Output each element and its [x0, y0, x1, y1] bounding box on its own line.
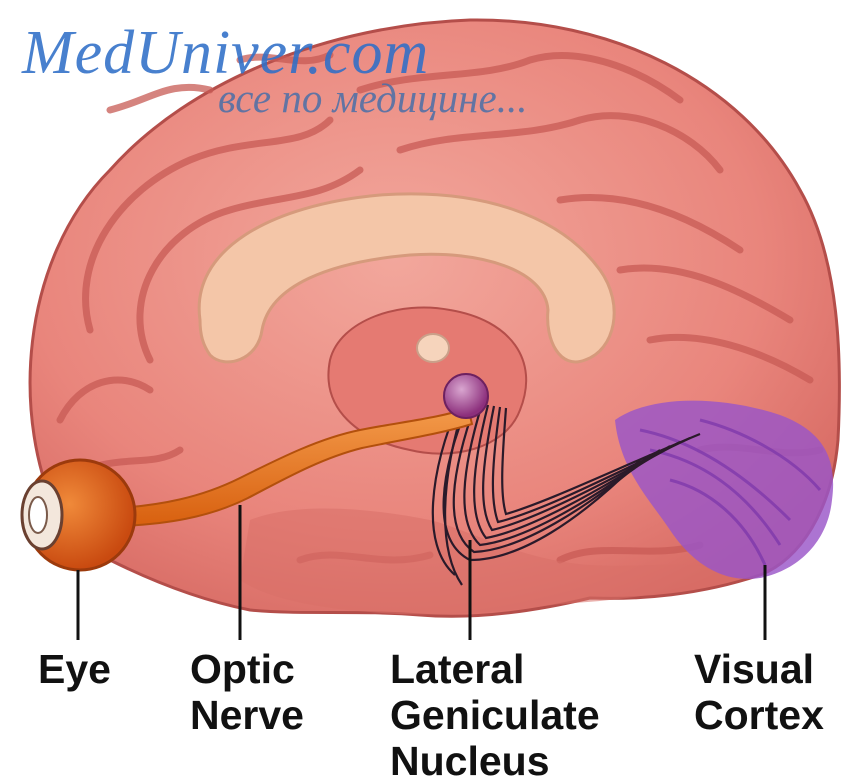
- label-lgn-line-1: Lateral: [390, 646, 600, 692]
- label-visual-cortex-line-2: Cortex: [694, 692, 824, 738]
- label-optic-nerve-line-2: Nerve: [190, 692, 304, 738]
- label-optic-nerve-line-1: Optic: [190, 646, 304, 692]
- watermark-tagline: все по медицине...: [218, 74, 527, 122]
- lgn-nucleus: [444, 374, 488, 418]
- label-lateral-geniculate-nucleus: Lateral Geniculate Nucleus: [390, 646, 600, 784]
- label-visual-cortex-line-1: Visual: [694, 646, 824, 692]
- label-visual-cortex: Visual Cortex: [694, 646, 824, 738]
- label-eye: Eye: [38, 646, 111, 692]
- label-optic-nerve: Optic Nerve: [190, 646, 304, 738]
- label-lgn-line-2: Geniculate: [390, 692, 600, 738]
- massa-intermedia: [417, 334, 449, 362]
- label-lgn-line-3: Nucleus: [390, 738, 600, 784]
- label-eye-line: Eye: [38, 646, 111, 692]
- eye-icon: [22, 460, 135, 570]
